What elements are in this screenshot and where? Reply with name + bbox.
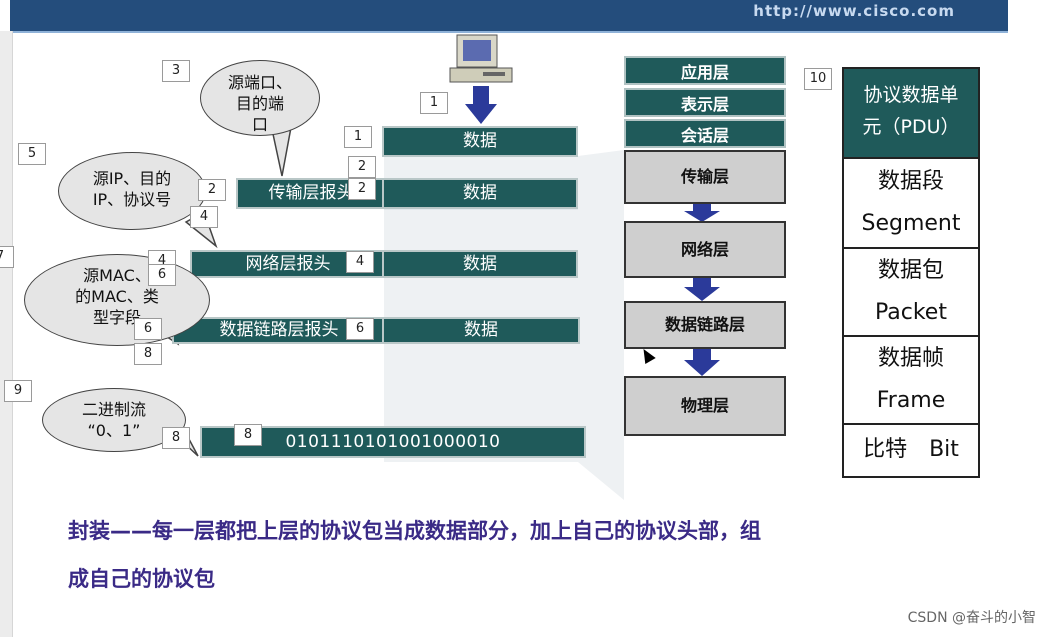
bubble-text: 型字段 — [92, 308, 141, 327]
header-url: http://www.cisco.com — [753, 2, 955, 20]
computer-icon — [449, 34, 513, 83]
step-tag: 6 — [346, 318, 374, 340]
bitstream-bar: 0101110101001000010 — [200, 426, 586, 458]
step-tag: 8 — [134, 343, 162, 365]
datalink-data-bar: 数据 — [382, 317, 580, 344]
step-tag: 6 — [148, 264, 176, 286]
pdu-packet: 数据包 Packet — [844, 247, 978, 335]
pdu-cn: 数据帧 — [877, 346, 944, 371]
step-tag: 1 — [344, 126, 372, 148]
step-tag: 2 — [198, 179, 226, 201]
bubble-text: 目的端 — [235, 94, 284, 113]
osi-session: 会话层 — [624, 119, 786, 148]
step-tag: 4 — [346, 251, 374, 273]
osi-arrow-icon — [684, 348, 720, 376]
step-tag: 5 — [18, 143, 46, 165]
transport-data-bar: 数据 — [382, 178, 578, 209]
step-tag: 4 — [190, 206, 218, 228]
pdu-title: 协议数据单 元（PDU） — [844, 69, 978, 157]
step-tag: 10 — [804, 68, 832, 90]
caption-line: 成自己的协议包 — [68, 567, 215, 591]
osi-physical: 物理层 — [624, 376, 786, 436]
ports-bubble: 源端口、 目的端 口 — [200, 60, 320, 136]
pdu-cn: 数据段 — [877, 169, 944, 194]
bubble-text: 源MAC、 — [83, 266, 151, 285]
pdu-bit: 比特 Bit — [844, 423, 978, 476]
pdu-table: 协议数据单 元（PDU） 数据段 Segment 数据包 Packet 数据帧 … — [842, 67, 980, 478]
left-margin — [0, 31, 13, 637]
pdu-frame: 数据帧 Frame — [844, 335, 978, 423]
bubble-text: “0、1” — [87, 421, 141, 440]
data-bar-app: 数据 — [382, 126, 578, 157]
step-tag: 3 — [162, 60, 190, 82]
bubble-text: 源IP、目的 — [92, 169, 172, 188]
step-tag: 2 — [348, 156, 376, 178]
network-data-bar: 数据 — [382, 250, 578, 278]
osi-arrow-icon — [684, 203, 720, 222]
caption-line: 封装——每一层都把上层的协议包当成数据部分，加上自己的协议头部，组 — [68, 519, 761, 543]
bubble-text: 口 — [251, 115, 268, 134]
bubble-text: 二进制流 — [81, 400, 146, 419]
step-tag: 8 — [162, 427, 190, 449]
osi-datalink: 数据链路层 — [624, 301, 786, 349]
pdu-en: Segment — [861, 211, 961, 236]
pdu-en: Frame — [876, 388, 946, 413]
pdu-title-line: 元（PDU） — [862, 116, 960, 138]
pdu-segment: 数据段 Segment — [844, 157, 978, 247]
step-tag: 6 — [134, 318, 162, 340]
pdu-title-line: 协议数据单 — [863, 84, 959, 106]
step-tag: 8 — [234, 424, 262, 446]
mac-bubble: 源MAC、 的MAC、类 型字段 — [24, 254, 210, 346]
caption: 封装——每一层都把上层的协议包当成数据部分，加上自己的协议头部，组 成自己的协议… — [68, 507, 988, 603]
step-tag: 2 — [348, 178, 376, 200]
bubble-text: 的MAC、类 — [75, 287, 159, 306]
step-tag: 7 — [0, 246, 14, 268]
step-tag: 1 — [420, 92, 448, 114]
ip-bubble: 源IP、目的 IP、协议号 — [58, 152, 206, 230]
step-tag: 9 — [4, 380, 32, 402]
osi-application: 应用层 — [624, 56, 786, 85]
bubble-text: 源端口、 — [227, 73, 292, 92]
watermark: CSDN @奋斗的小智 — [907, 610, 1036, 626]
osi-network: 网络层 — [624, 221, 786, 278]
osi-transport: 传输层 — [624, 150, 786, 204]
osi-arrow-icon — [684, 277, 720, 301]
header-bar — [10, 0, 1008, 33]
pdu-en: Packet — [875, 300, 947, 325]
osi-presentation: 表示层 — [624, 88, 786, 117]
pdu-cn: 数据包 — [877, 258, 944, 283]
bubble-text: IP、协议号 — [92, 190, 172, 209]
down-arrow-icon — [465, 86, 497, 124]
